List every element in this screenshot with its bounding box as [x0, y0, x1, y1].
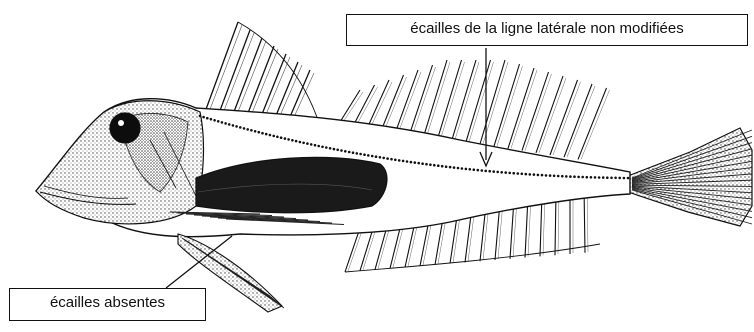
absent-scales-callout: écailles absentes [9, 288, 206, 321]
eye-icon [110, 113, 140, 143]
first-dorsal-fin [205, 22, 318, 120]
caudal-fin [628, 128, 752, 226]
fish-head [36, 101, 203, 224]
lateral-line-callout: écailles de la ligne latérale non modifi… [346, 14, 748, 46]
